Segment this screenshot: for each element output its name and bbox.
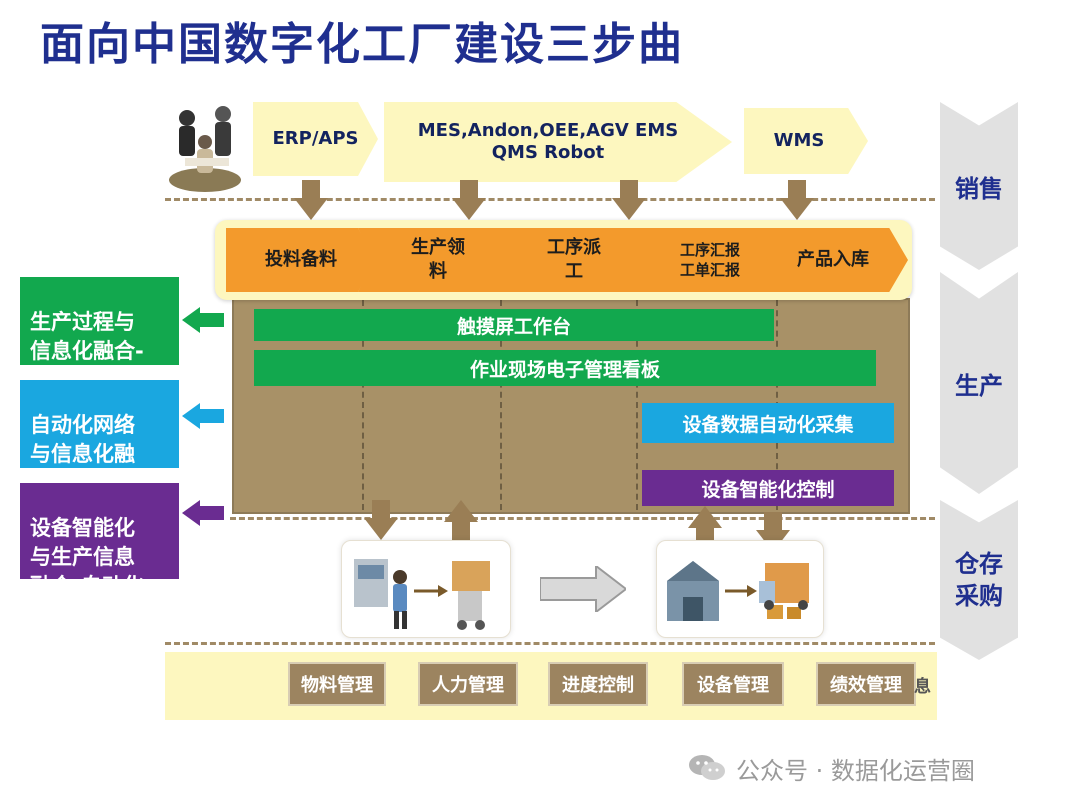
- flow-step-feeding-label: 投料备料: [265, 249, 337, 270]
- stage-production: 生产: [940, 272, 1018, 494]
- down-arrow-erp: [294, 180, 328, 222]
- tag-performance-label: 绩效管理: [830, 675, 902, 696]
- flow-step-report-label: 工序汇报 工单汇报: [679, 241, 740, 279]
- flow-step-dispatch-label: 工序派 工: [547, 237, 601, 282]
- warehouse-panel: [656, 540, 824, 638]
- side-box-automation-label: 设备智能化 与生产信息 融合-自动化: [30, 516, 144, 598]
- side-box-informatization: 生产过程与 信息化融合- 信息化: [20, 277, 179, 392]
- wms-label: WMS: [773, 130, 825, 151]
- stage-sales-label: 销售: [955, 174, 1003, 203]
- smart-control-bar: 设备智能化控制: [642, 470, 894, 506]
- touch-screen-label: 触摸屏工作台: [456, 315, 571, 338]
- erp-aps-label: ERP/APS: [272, 128, 359, 149]
- touch-screen-bar: 触摸屏工作台: [254, 309, 774, 341]
- bottom-suffix: 息: [914, 677, 931, 697]
- divider-warehouse: [165, 642, 935, 645]
- panel-guide-1: [362, 300, 364, 510]
- data-collection-bar: 设备数据自动化采集: [642, 403, 894, 443]
- transfer-arrow: [539, 563, 628, 615]
- watermark: 公众号 · 数据化运营圈: [688, 750, 975, 786]
- up-arrow-warehouse-1: [444, 500, 478, 542]
- panel-guide-2: [500, 300, 502, 510]
- left-arrow-blue: [182, 403, 224, 429]
- production-equipment-panel: [341, 540, 511, 638]
- stage-warehouse: 仓存 采购: [940, 500, 1018, 660]
- mes-label: MES,Andon,OEE,AGV EMS QMS Robot: [417, 120, 679, 163]
- down-arrow-wms: [780, 180, 814, 222]
- mes-arrow: MES,Andon,OEE,AGV EMS QMS Robot: [384, 102, 732, 182]
- flow-step-picking-label: 生产领 料: [411, 237, 465, 282]
- smart-control-label: 设备智能化控制: [701, 478, 835, 501]
- watermark-text: 公众号 · 数据化运营圈: [736, 756, 975, 785]
- tag-material-label: 物料管理: [301, 675, 373, 696]
- flow-step-storage-label: 产品入库: [797, 249, 869, 270]
- left-arrow-purple: [182, 500, 224, 526]
- tag-material: 物料管理: [288, 662, 386, 706]
- dashboard-bar: 作业现场电子管理看板: [254, 350, 876, 386]
- left-arrow-green: [182, 307, 224, 333]
- flow-step-feeding: 投料备料: [226, 228, 376, 292]
- side-box-networking: 自动化网络 与信息化融 合-网络化: [20, 380, 179, 495]
- down-arrow-mes-2: [612, 180, 646, 222]
- tag-performance: 绩效管理: [816, 662, 916, 706]
- stage-warehouse-label: 仓存 采购: [955, 550, 1003, 610]
- stage-sales: 销售: [940, 102, 1018, 270]
- divider-sales: [165, 198, 935, 201]
- down-arrow-mes-1: [452, 180, 486, 222]
- people-icon: [165, 100, 245, 195]
- panel-guide-3: [636, 300, 638, 510]
- stage-production-label: 生产: [955, 371, 1003, 400]
- data-collection-label: 设备数据自动化采集: [682, 413, 854, 436]
- tag-progress-label: 进度控制: [562, 675, 634, 696]
- wms-arrow: WMS: [744, 108, 868, 174]
- erp-aps-arrow: ERP/APS: [253, 102, 378, 176]
- tag-hr: 人力管理: [418, 662, 518, 706]
- page-title: 面向中国数字化工厂建设三步曲: [40, 19, 684, 70]
- flow-step-storage: 产品入库: [752, 228, 908, 292]
- warehouse-truck-icon: [667, 561, 809, 621]
- dashboard-label: 作业现场电子管理看板: [469, 358, 660, 381]
- divider-production: [230, 517, 935, 520]
- wechat-icon: [689, 755, 725, 780]
- tag-progress: 进度控制: [548, 662, 648, 706]
- flow-step-dispatch: 工序派 工: [494, 228, 654, 292]
- side-box-automation: 设备智能化 与生产信息 融合-自动化: [20, 483, 179, 598]
- tag-equipment-label: 设备管理: [697, 675, 769, 696]
- tag-hr-label: 人力管理: [432, 675, 504, 696]
- down-arrow-warehouse-1: [364, 500, 398, 542]
- tag-equipment: 设备管理: [682, 662, 784, 706]
- worker-machine-icon: [354, 559, 490, 630]
- flow-step-picking: 生产领 料: [358, 228, 518, 292]
